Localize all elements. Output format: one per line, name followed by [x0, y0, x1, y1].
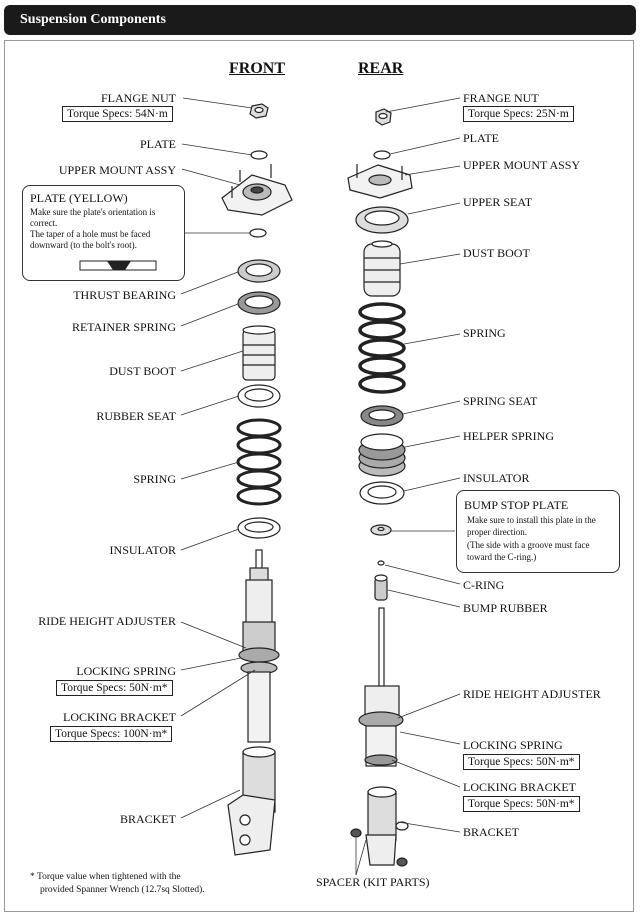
rear-helper-spring-label: HELPER SPRING — [463, 429, 555, 443]
front-spring-label: SPRING — [133, 472, 176, 486]
rear-helper-spring-part — [358, 433, 406, 477]
rear-locking-spring-label: LOCKING SPRING — [463, 738, 563, 752]
rear-upper-seat-label: UPPER SEAT — [463, 195, 533, 209]
front-thrust-bearing-part — [237, 259, 281, 283]
front-upper-mount-part — [221, 164, 293, 216]
front-locking-bracket-label: LOCKING BRACKET — [63, 710, 176, 724]
rear-plate-label: PLATE — [463, 131, 499, 145]
rear-spring-label: SPRING — [463, 326, 506, 340]
rear-spacer-part — [350, 828, 408, 867]
bump-stop-note-line2: proper direction. — [467, 527, 527, 537]
front-flange-nut-label: FLANGE NUT — [101, 91, 176, 105]
front-bracket-part — [227, 746, 276, 856]
torque-footnote-line2: provided Spanner Wrench (12.7sq Slotted)… — [40, 885, 205, 895]
front-plate-yellow-part — [249, 228, 267, 238]
rear-flange-nut-part — [375, 108, 392, 126]
front-dust-boot-label: DUST BOOT — [109, 364, 176, 378]
rear-column-heading: REAR — [358, 60, 404, 77]
rear-upper-seat-part — [355, 206, 409, 234]
bump-stop-note-title: BUMP STOP PLATE — [464, 498, 569, 512]
front-plate-part — [250, 150, 268, 160]
rear-plate-part — [373, 150, 391, 160]
rear-bump-stop-plate-part — [370, 524, 392, 536]
front-locking-spring-torque: Torque Specs: 50N·m* — [56, 680, 173, 696]
torque-footnote-line1: * Torque value when tightened with the — [30, 872, 181, 882]
plate-yellow-note: PLATE (YELLOW) Make sure the plate's ori… — [22, 185, 185, 281]
rear-spring-seat-label: SPRING SEAT — [463, 394, 538, 408]
front-thrust-bearing-label: THRUST BEARING — [73, 288, 176, 302]
front-locking-bracket-torque: Torque Specs: 100N·m* — [50, 726, 173, 742]
rear-insulator-part — [359, 481, 405, 505]
rear-c-ring-part — [377, 560, 385, 566]
bump-stop-note-line3: (The side with a groove must face — [467, 540, 590, 550]
rear-bump-rubber-part — [374, 574, 388, 601]
front-flange-nut-part — [249, 103, 269, 119]
plate-yellow-note-line3: The taper of a hole must be faced — [30, 229, 151, 239]
front-bracket-label: BRACKET — [119, 812, 176, 826]
rear-bracket-label: BRACKET — [463, 825, 520, 839]
rear-shock-body-part — [358, 607, 404, 767]
rear-insulator-label: INSULATOR — [463, 471, 530, 485]
page-title: Suspension Components — [20, 12, 166, 27]
rear-ride-height-label: RIDE HEIGHT ADJUSTER — [463, 687, 601, 701]
rear-dust-boot-label: DUST BOOT — [463, 246, 530, 260]
front-rubber-seat-part — [237, 384, 281, 408]
front-ride-height-label: RIDE HEIGHT ADJUSTER — [38, 614, 176, 628]
rear-bump-rubber-label: BUMP RUBBER — [463, 601, 548, 615]
rear-spring-part — [358, 302, 406, 394]
rear-spring-seat-part — [360, 405, 404, 427]
header-bar: Suspension Components — [4, 5, 636, 35]
rear-bracket-part — [365, 786, 409, 866]
bump-stop-note-line1: Make sure to install this plate in the — [467, 515, 596, 525]
front-column-heading: FRONT — [229, 60, 285, 77]
rear-c-ring-label: C-RING — [463, 578, 505, 592]
front-flange-nut-torque: Torque Specs: 54N·m — [62, 106, 173, 122]
rear-spacer-label: SPACER (KIT PARTS) — [316, 875, 430, 889]
rear-locking-bracket-label: LOCKING BRACKET — [463, 780, 576, 794]
plate-yellow-note-line2: correct. — [30, 218, 58, 228]
front-spring-part — [236, 418, 282, 506]
plate-yellow-note-line1: Make sure the plate's orientation is — [30, 207, 156, 217]
rear-locking-bracket-torque: Torque Specs: 50N·m* — [463, 796, 580, 812]
rear-upper-mount-label: UPPER MOUNT ASSY — [463, 158, 581, 172]
front-dust-boot-part — [242, 325, 276, 381]
rear-upper-mount-part — [347, 164, 413, 199]
front-insulator-part — [237, 517, 281, 539]
plate-yellow-note-line4: downward (to the bolt's root). — [30, 240, 137, 250]
front-plate-label: PLATE — [140, 137, 176, 151]
rear-locking-spring-torque: Torque Specs: 50N·m* — [463, 754, 580, 770]
rear-frange-nut-label: FRANGE NUT — [463, 91, 539, 105]
front-upper-mount-label: UPPER MOUNT ASSY — [58, 163, 176, 177]
plate-yellow-note-title: PLATE (YELLOW) — [30, 191, 128, 205]
rear-frange-nut-torque: Torque Specs: 25N·m — [463, 106, 574, 122]
front-rubber-seat-label: RUBBER SEAT — [96, 409, 176, 423]
front-locking-spring-label: LOCKING SPRING — [76, 664, 176, 678]
bump-stop-note-line4: toward the C-ring.) — [467, 552, 537, 562]
bump-stop-note: BUMP STOP PLATE Make sure to install thi… — [456, 490, 620, 573]
front-insulator-label: INSULATOR — [109, 543, 176, 557]
rear-dust-boot-part — [363, 240, 401, 297]
plate-taper-illustration — [79, 260, 157, 271]
front-retainer-spring-part — [237, 291, 281, 315]
content-border — [4, 40, 634, 912]
front-shock-body-part — [238, 549, 280, 743]
front-retainer-spring-label: RETAINER SPRING — [71, 320, 176, 334]
